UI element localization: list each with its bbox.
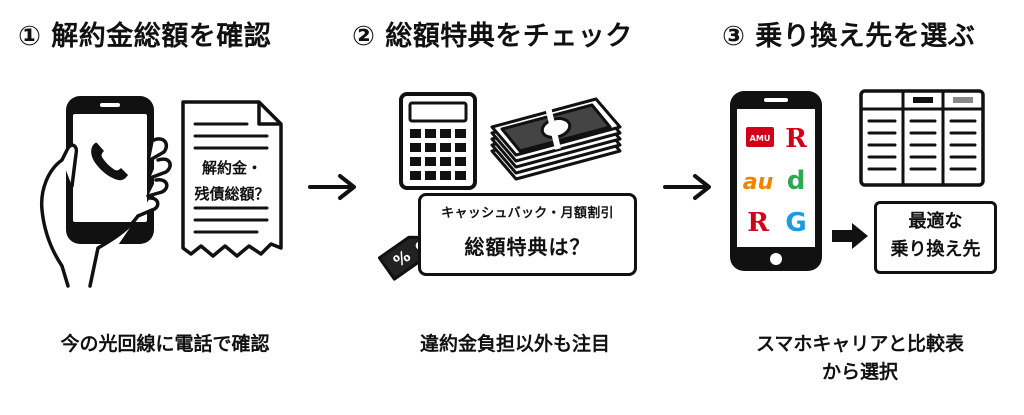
step3-caption-line-1: スマホキャリアと比較表 xyxy=(755,333,965,355)
svg-text:R: R xyxy=(785,124,807,154)
total-benefit-banner: キャッシュバック・月額割引 総額特典は？ xyxy=(418,193,637,276)
step3-title: ③ 乗り換え先を選ぶ xyxy=(722,21,976,52)
doc-line-1: 解約金・ xyxy=(201,159,262,177)
money-stack-icon xyxy=(490,97,622,181)
svg-text:d: d xyxy=(787,166,806,196)
document-icon xyxy=(181,100,283,258)
banner-question: 総額特典は？ xyxy=(464,235,591,259)
calculator-icon xyxy=(399,92,477,190)
step2-title: ② 総額特典をチェック xyxy=(352,21,633,52)
svg-text:AMU: AMU xyxy=(750,134,771,143)
hand-icon xyxy=(39,137,172,288)
arrow-right-icon xyxy=(308,174,356,200)
best-carrier-box: 最適な 乗り換え先 xyxy=(874,201,997,274)
arrow-right-filled-icon xyxy=(832,223,868,249)
phone-handset-icon xyxy=(91,142,128,181)
doc-line-2: 残債総額？ xyxy=(194,185,270,203)
result-line-2: 乗り換え先 xyxy=(890,239,981,260)
svg-text:G: G xyxy=(785,208,806,238)
step2-caption: 違約金負担以外も注目 xyxy=(419,333,610,355)
carrier-phone-illustration: AMU R au d R G xyxy=(730,91,822,271)
hand-phone-illustration xyxy=(39,96,172,288)
step3-caption: スマホキャリアと比較表 から選択 xyxy=(720,330,1000,386)
svg-text:au: au xyxy=(743,170,774,195)
arrow-right-icon xyxy=(663,174,711,200)
result-line-1: 最適な xyxy=(908,211,963,232)
svg-text:R: R xyxy=(747,208,769,238)
step1-caption: 今の光回線に電話で確認 xyxy=(60,333,270,355)
comparison-table-icon xyxy=(859,89,985,187)
step1-title: ① 解約金総額を確認 xyxy=(18,21,272,52)
step3-caption-line-2: から選択 xyxy=(821,361,898,383)
banner-subtitle: キャッシュバック・月額割引 xyxy=(441,206,614,221)
